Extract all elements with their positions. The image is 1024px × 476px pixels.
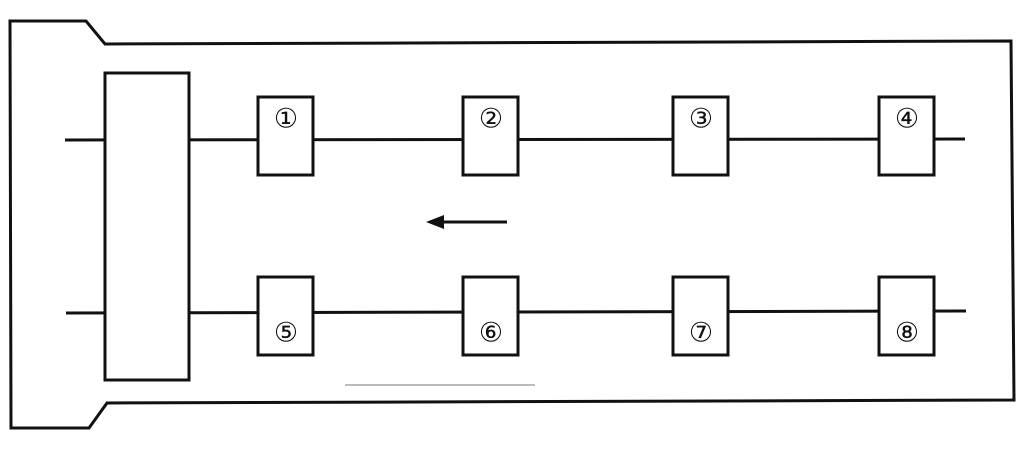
unit-label: ② (479, 104, 503, 135)
outer-housing (8, 19, 1016, 430)
unit-label: ④ (895, 104, 919, 135)
main-block (103, 71, 191, 382)
flow-arrow (426, 215, 507, 229)
unit-box-5: ⑤ (256, 275, 315, 357)
unit-box-frame (671, 95, 730, 177)
unit-box-frame (877, 275, 936, 357)
unit-label: ⑧ (895, 318, 919, 349)
unit-box-3: ③ (671, 95, 730, 177)
unit-box-7: ⑦ (671, 275, 730, 357)
unit-box-1: ① (256, 95, 315, 177)
unit-box-frame (461, 275, 520, 357)
unit-box-2: ② (461, 95, 520, 177)
unit-label: ⑤ (274, 318, 298, 349)
unit-label: ⑥ (479, 318, 503, 349)
unit-box-frame (671, 275, 730, 357)
unit-box-frame (256, 95, 315, 177)
unit-box-frame (877, 95, 936, 177)
unit-label: ⑦ (689, 318, 713, 349)
unit-box-frame (256, 275, 315, 357)
unit-box-8: ⑧ (877, 275, 936, 357)
unit-box-6: ⑥ (461, 275, 520, 357)
unit-label: ③ (689, 104, 713, 135)
unit-box-frame (461, 95, 520, 177)
unit-label: ① (274, 104, 298, 135)
unit-box-4: ④ (877, 95, 936, 177)
